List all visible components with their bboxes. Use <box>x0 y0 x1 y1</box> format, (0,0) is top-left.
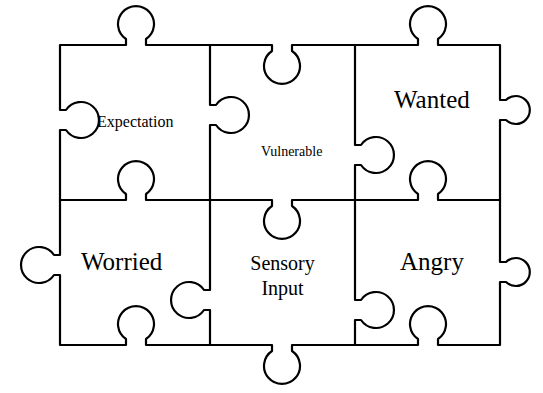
piece-label: Worried <box>81 246 162 277</box>
piece-label: Angry <box>400 246 464 277</box>
puzzle-piece: Angry <box>396 244 468 279</box>
puzzle-seam <box>60 161 500 239</box>
puzzle-piece: Expectation <box>93 110 177 134</box>
piece-label: Wanted <box>394 84 470 115</box>
piece-label: Expectation <box>97 112 173 132</box>
puzzle-piece: Worried <box>77 244 166 279</box>
puzzle-piece: Vulnerable <box>257 141 326 163</box>
piece-label: Vulnerable <box>261 143 322 161</box>
puzzle-piece: Wanted <box>390 82 474 117</box>
piece-label: Sensory Input <box>229 251 336 301</box>
puzzle-piece: Sensory Input <box>225 249 340 303</box>
puzzle-seam <box>171 45 249 345</box>
puzzle-border <box>21 6 530 384</box>
puzzle-seam <box>355 45 394 345</box>
